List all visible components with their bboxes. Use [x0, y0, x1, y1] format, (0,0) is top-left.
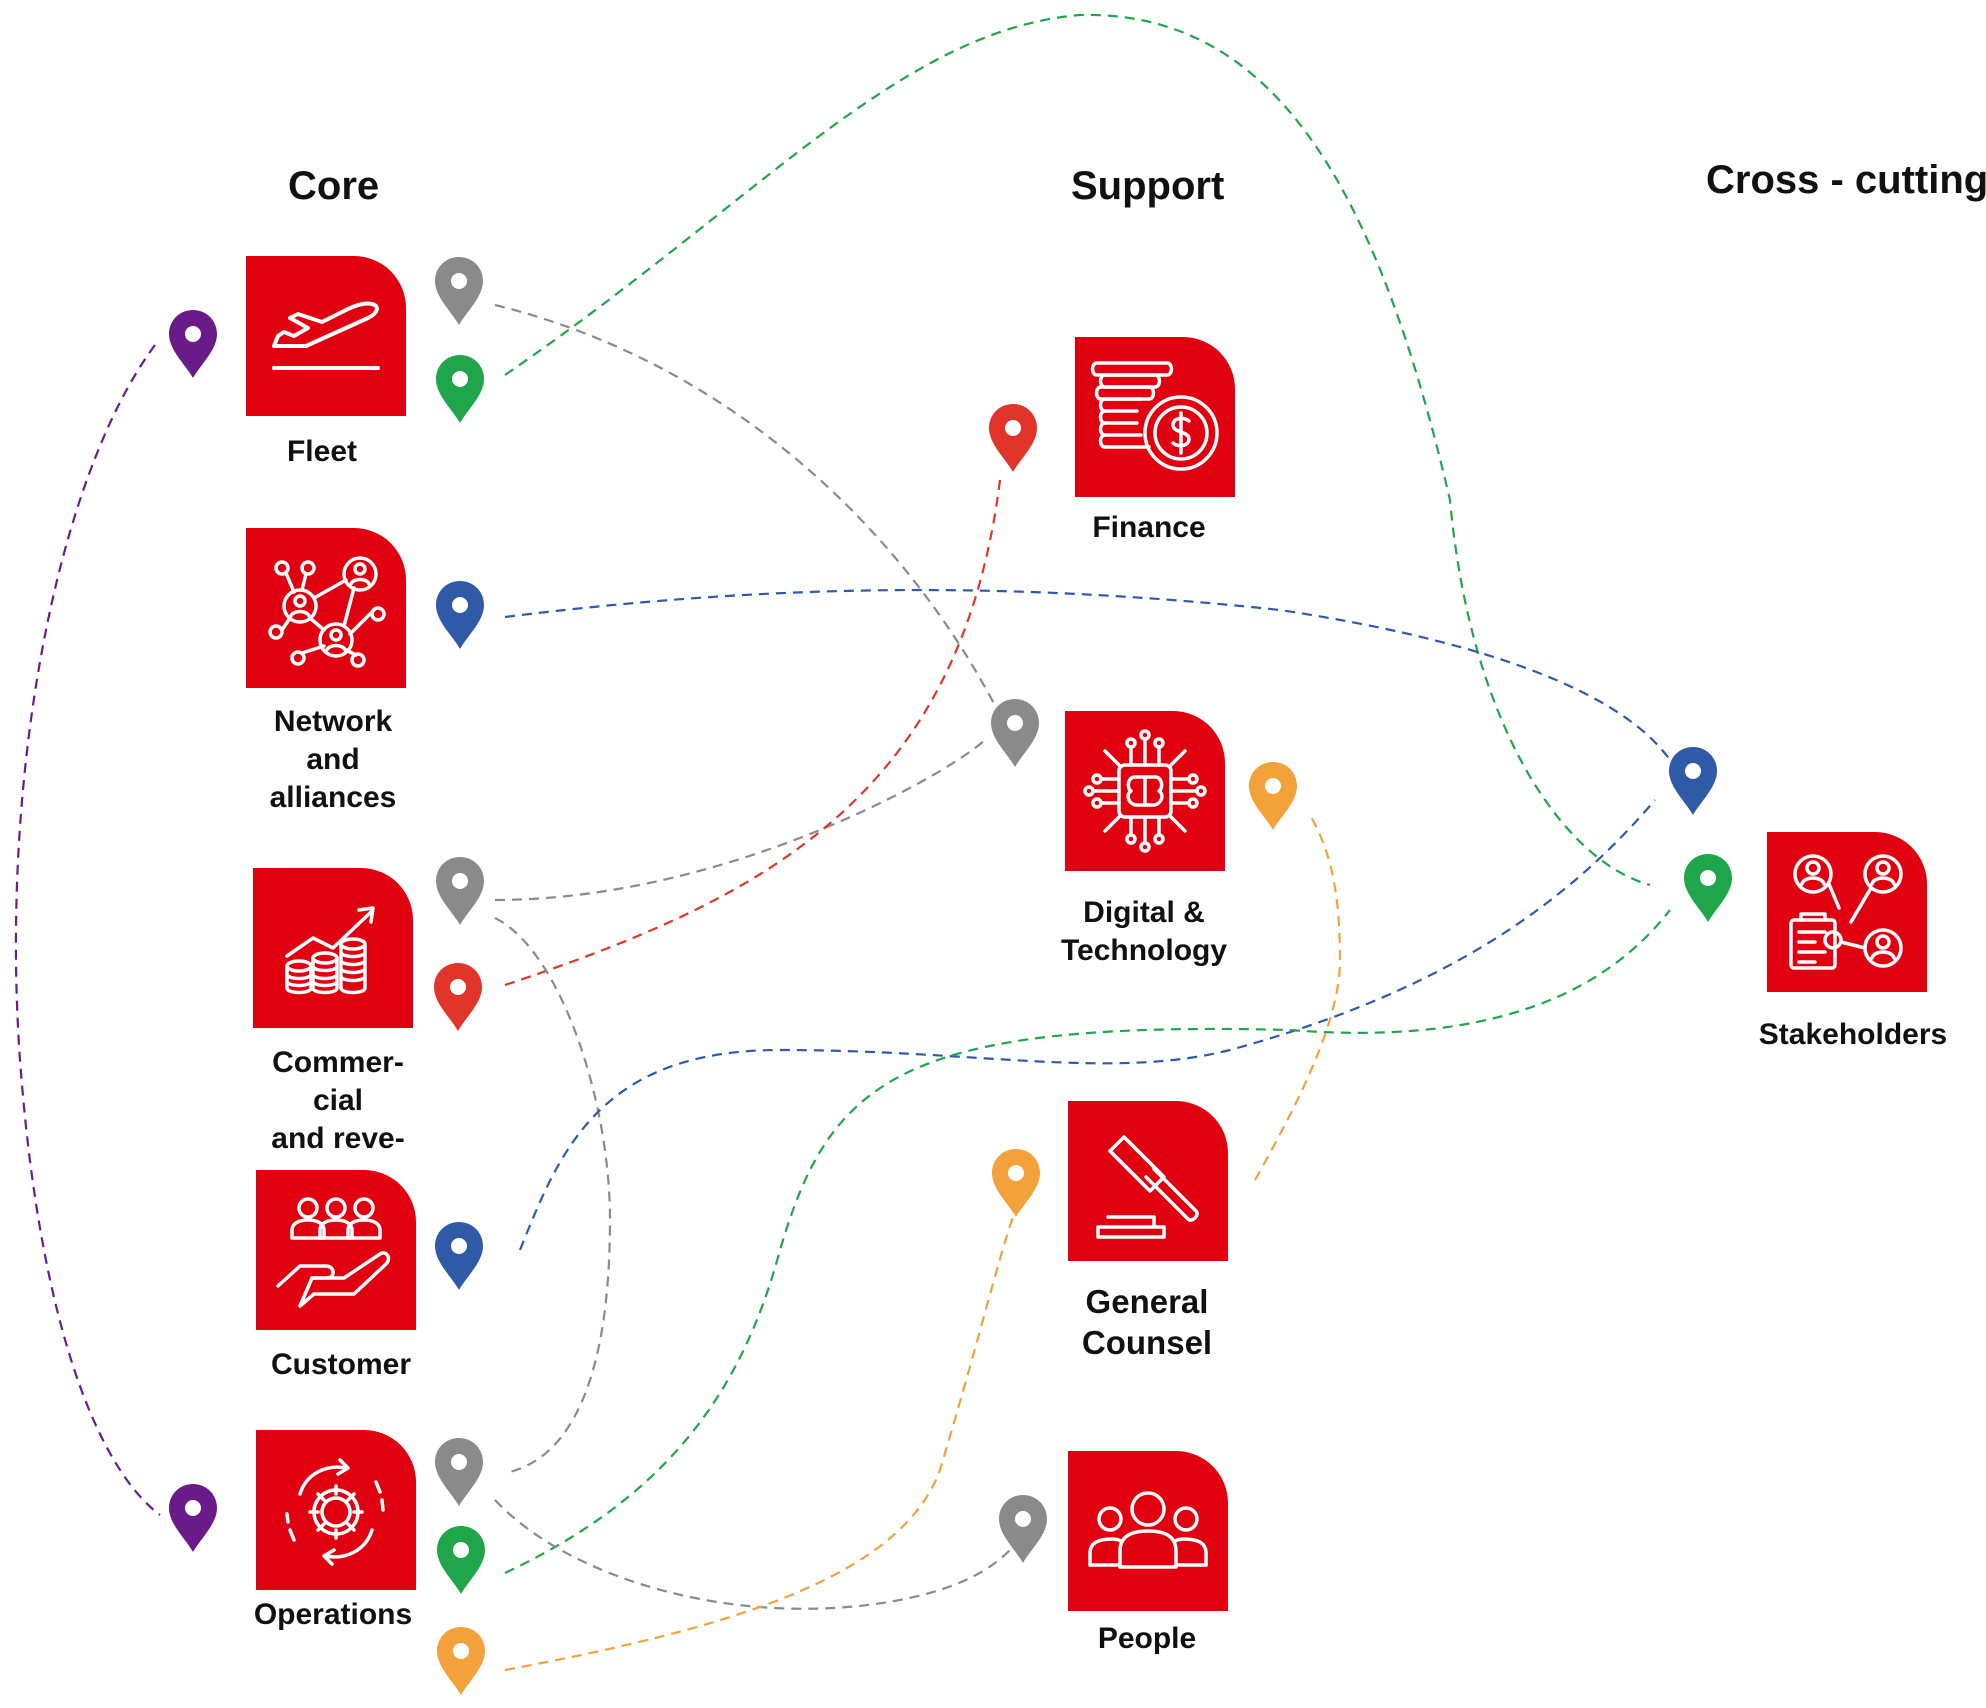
connector-blue-network-stakeholders [504, 588, 1671, 761]
connector-gray-commercial-operations [494, 917, 612, 1475]
map-pin-gray-icon [436, 857, 484, 925]
customer-tile [256, 1170, 416, 1330]
operations-tile [256, 1430, 416, 1590]
coins-dollar-icon [1090, 361, 1219, 471]
map-pin-red-icon [989, 404, 1037, 472]
gavel-icon [1096, 1135, 1199, 1239]
connector-orange-digital-counsel [1254, 814, 1342, 1181]
map-pin-orange-icon [1249, 762, 1297, 830]
people-label: People [1097, 1622, 1197, 1655]
map-pin-gray-icon [991, 699, 1039, 767]
fleet-tile [246, 256, 406, 416]
map-pin-gray-icon [435, 1438, 483, 1506]
map-pin-orange-icon [992, 1149, 1040, 1217]
finance-tile [1075, 337, 1235, 497]
network-tile [246, 528, 406, 688]
connector-blue-customer-stakeholders [518, 799, 1656, 1251]
counsel-tile [1068, 1101, 1228, 1261]
column-title-support: Support [1071, 164, 1225, 208]
map-pin-orange-icon [437, 1627, 485, 1695]
connector-gray-commercial-digital [494, 739, 986, 902]
fleet-label: Fleet [286, 435, 358, 468]
brain-chip-icon [1083, 729, 1207, 853]
counsel-label: General Counsel [1081, 1283, 1213, 1361]
stakeholders-tile [1767, 832, 1927, 992]
map-pin-blue-icon [435, 1222, 483, 1290]
stakeholders-icon [1789, 854, 1903, 970]
map-pin-gray-icon [999, 1495, 1047, 1563]
digital-label: Digital & Technology [1060, 896, 1228, 967]
commercial-tile [253, 868, 413, 1028]
stakeholders-label: Stakeholders [1758, 1018, 1948, 1051]
customer-label: Customer [270, 1348, 412, 1381]
connector-red-commercial-finance [504, 479, 1002, 987]
connector-green-fleet-stakeholders [504, 13, 1651, 887]
column-title-core: Core [288, 164, 380, 208]
map-pin-green-icon [436, 355, 484, 423]
connector-gray-operations-people [494, 1499, 1011, 1610]
map-pin-green-icon [437, 1526, 485, 1594]
people-tile [1068, 1451, 1228, 1611]
map-pin-blue-icon [436, 581, 484, 649]
gear-cycle-icon [285, 1458, 385, 1566]
map-pin-green-icon [1684, 854, 1732, 922]
map-pin-blue-icon [1669, 747, 1717, 815]
hand-people-icon [276, 1197, 391, 1308]
map-pin-purple-icon [169, 310, 217, 378]
airplane-icon [272, 301, 380, 370]
digital-tile [1065, 711, 1225, 871]
growth-coins-icon [285, 906, 375, 995]
connector-purple-fleet-operations [14, 344, 161, 1516]
network-people-icon [268, 556, 386, 668]
map-pin-red-icon [434, 963, 482, 1031]
finance-label: Finance [1092, 511, 1206, 544]
map-pin-purple-icon [169, 1484, 217, 1552]
operations-label: Operations [253, 1598, 413, 1631]
commercial-label: Commer- cial and reve- [271, 1046, 405, 1155]
network-label: Network and alliances [269, 705, 397, 814]
connector-orange-operations-counsel [504, 1199, 1021, 1672]
people-group-icon [1088, 1491, 1208, 1569]
column-title-cross-cutting: Cross - cutting [1706, 158, 1986, 202]
map-pin-gray-icon [435, 257, 483, 325]
